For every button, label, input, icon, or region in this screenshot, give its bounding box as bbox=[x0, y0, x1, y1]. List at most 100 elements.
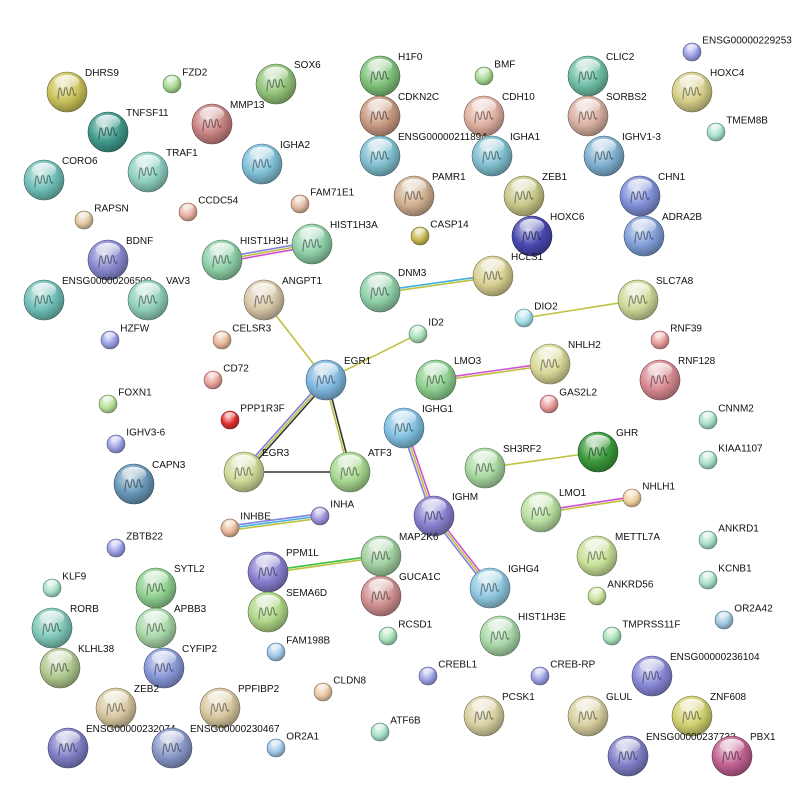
node-hzfw[interactable]: HZFW bbox=[100, 324, 150, 350]
node-ankrd1[interactable]: ANKRD1 bbox=[698, 524, 759, 550]
node-glul[interactable]: GLUL bbox=[567, 692, 633, 737]
node-ighg1[interactable]: IGHG1 bbox=[383, 404, 454, 449]
node-map2k6[interactable]: MAP2K6 bbox=[360, 532, 439, 577]
node-sorbs2[interactable]: SORBS2 bbox=[567, 92, 647, 137]
node-ighg4[interactable]: IGHG4 bbox=[469, 564, 540, 609]
node-ensg00000232074[interactable]: ENSG00000232074 bbox=[47, 724, 176, 769]
node-rorb[interactable]: RORB bbox=[31, 604, 99, 649]
node-adra2b[interactable]: ADRA2B bbox=[623, 212, 702, 257]
node-igha2[interactable]: IGHA2 bbox=[241, 140, 310, 185]
node-angpt1[interactable]: ANGPT1 bbox=[243, 276, 322, 321]
node-ensg00000211894[interactable]: ENSG00000211894 bbox=[359, 132, 487, 177]
node-egr3[interactable]: EGR3 bbox=[223, 448, 290, 493]
node-foxn1[interactable]: FOXN1 bbox=[98, 388, 152, 414]
node-tmprss11f[interactable]: TMPRSS11F bbox=[602, 620, 680, 646]
node-slc7a8[interactable]: SLC7A8 bbox=[617, 276, 694, 321]
node-zeb1[interactable]: ZEB1 bbox=[503, 172, 567, 217]
node-traf1[interactable]: TRAF1 bbox=[127, 148, 198, 193]
node-sytl2[interactable]: SYTL2 bbox=[135, 564, 205, 609]
node-cd72[interactable]: CD72 bbox=[203, 364, 249, 390]
node-cdkn2c[interactable]: CDKN2C bbox=[359, 92, 439, 137]
node-znf608[interactable]: ZNF608 bbox=[671, 692, 747, 737]
node-klf9[interactable]: KLF9 bbox=[42, 572, 87, 598]
node-ighv3-6[interactable]: IGHV3-6 bbox=[106, 428, 166, 454]
node-hist1h3e[interactable]: HIST1H3E bbox=[479, 612, 566, 657]
node-coro6[interactable]: CORO6 bbox=[23, 156, 98, 201]
node-ensg00000229253[interactable]: ENSG00000229253 bbox=[682, 36, 792, 62]
node-casp14[interactable]: CASP14 bbox=[410, 220, 469, 246]
node-igha1[interactable]: IGHA1 bbox=[471, 132, 540, 177]
node-hcls1[interactable]: HCLS1 bbox=[472, 252, 544, 297]
node-ensg00000206500[interactable]: ENSG00000206500 bbox=[23, 276, 152, 321]
node-nhlh1[interactable]: NHLH1 bbox=[622, 482, 676, 508]
node-dnm3[interactable]: DNM3 bbox=[359, 268, 427, 313]
node-hist1h3a[interactable]: HIST1H3A bbox=[291, 220, 378, 265]
node-h1f0[interactable]: H1F0 bbox=[359, 52, 423, 97]
node-rapsn[interactable]: RAPSN bbox=[74, 204, 129, 230]
node-ghr[interactable]: GHR bbox=[577, 428, 638, 473]
node-hist1h3h[interactable]: HIST1H3H bbox=[201, 236, 288, 281]
node-sox6[interactable]: SOX6 bbox=[255, 60, 321, 105]
node-fzd2[interactable]: FZD2 bbox=[162, 68, 208, 94]
node-cldn8[interactable]: CLDN8 bbox=[313, 676, 367, 702]
node-capn3[interactable]: CAPN3 bbox=[113, 460, 186, 505]
node-ppp1r3f[interactable]: PPP1R3F bbox=[220, 404, 285, 430]
node-creb-rp[interactable]: CREB-RP bbox=[530, 660, 596, 686]
node-dio2[interactable]: DIO2 bbox=[514, 302, 558, 328]
node-bdnf[interactable]: BDNF bbox=[87, 236, 153, 281]
node-chn1[interactable]: CHN1 bbox=[619, 172, 686, 217]
node-or2a42[interactable]: OR2A42 bbox=[714, 604, 773, 630]
node-lmo1[interactable]: LMO1 bbox=[520, 488, 587, 533]
node-tmem8b[interactable]: TMEM8B bbox=[706, 116, 768, 142]
node-fam198b[interactable]: FAM198B bbox=[266, 636, 331, 662]
node-atf3[interactable]: ATF3 bbox=[329, 448, 392, 493]
node-kcnb1[interactable]: KCNB1 bbox=[698, 564, 752, 590]
node-kiaa1107[interactable]: KIAA1107 bbox=[698, 444, 763, 470]
node-pamr1[interactable]: PAMR1 bbox=[393, 172, 466, 217]
node-pcsk1[interactable]: PCSK1 bbox=[463, 692, 535, 737]
node-rnf128[interactable]: RNF128 bbox=[639, 356, 716, 401]
node-gas2l2[interactable]: GAS2L2 bbox=[539, 388, 598, 414]
node-vav3[interactable]: VAV3 bbox=[127, 276, 191, 321]
node-celsr3[interactable]: CELSR3 bbox=[212, 324, 272, 350]
node-hoxc4[interactable]: HOXC4 bbox=[671, 68, 745, 113]
node-crebl1[interactable]: CREBL1 bbox=[418, 660, 478, 686]
node-cyfip2[interactable]: CYFIP2 bbox=[143, 644, 217, 689]
node-lmo3[interactable]: LMO3 bbox=[415, 356, 482, 401]
node-sh3rf2[interactable]: SH3RF2 bbox=[464, 444, 542, 489]
node-klhl38[interactable]: KLHL38 bbox=[39, 644, 115, 689]
node-ensg00000230467[interactable]: ENSG00000230467 bbox=[151, 724, 280, 769]
node-nhlh2[interactable]: NHLH2 bbox=[529, 340, 601, 385]
node-cdh10[interactable]: CDH10 bbox=[463, 92, 535, 137]
node-sema6d[interactable]: SEMA6D bbox=[247, 588, 327, 633]
node-zeb2[interactable]: ZEB2 bbox=[95, 684, 159, 729]
node-tnfsf11[interactable]: TNFSF11 bbox=[87, 108, 169, 153]
node-ensg00000237733[interactable]: ENSG00000237733 bbox=[607, 732, 736, 777]
node-apbb3[interactable]: APBB3 bbox=[135, 604, 207, 649]
node-bmf[interactable]: BMF bbox=[474, 60, 515, 86]
node-egr1[interactable]: EGR1 bbox=[305, 356, 372, 401]
node-clic2[interactable]: CLIC2 bbox=[567, 52, 635, 97]
node-mettl7a[interactable]: METTL7A bbox=[576, 532, 660, 577]
node-or2a1[interactable]: OR2A1 bbox=[266, 732, 320, 758]
node-ankrd56[interactable]: ANKRD56 bbox=[587, 580, 654, 606]
node-ighv1-3[interactable]: IGHV1-3 bbox=[583, 132, 661, 177]
node-rcsd1[interactable]: RCSD1 bbox=[378, 620, 433, 646]
node-inhbe[interactable]: INHBE bbox=[220, 512, 271, 538]
node-hoxc6[interactable]: HOXC6 bbox=[511, 212, 585, 257]
node-cnnm2[interactable]: CNNM2 bbox=[698, 404, 754, 430]
node-id2[interactable]: ID2 bbox=[408, 318, 444, 344]
node-ppfibp2[interactable]: PPFIBP2 bbox=[199, 684, 280, 729]
node-ppm1l[interactable]: PPM1L bbox=[247, 548, 319, 593]
node-zbtb22[interactable]: ZBTB22 bbox=[106, 532, 163, 558]
node-dhrs9[interactable]: DHRS9 bbox=[46, 68, 119, 113]
node-atf6b[interactable]: ATF6B bbox=[370, 716, 421, 742]
node-mmp13[interactable]: MMP13 bbox=[191, 100, 265, 145]
node-ccdc54[interactable]: CCDC54 bbox=[178, 196, 239, 222]
node-ensg00000236104[interactable]: ENSG00000236104 bbox=[631, 652, 760, 697]
node-inha[interactable]: INHA bbox=[310, 500, 355, 526]
node-rnf39[interactable]: RNF39 bbox=[650, 324, 702, 350]
node-guca1c[interactable]: GUCA1C bbox=[360, 572, 441, 617]
node-ighm[interactable]: IGHM bbox=[413, 492, 478, 537]
node-pbx1[interactable]: PBX1 bbox=[711, 732, 776, 777]
